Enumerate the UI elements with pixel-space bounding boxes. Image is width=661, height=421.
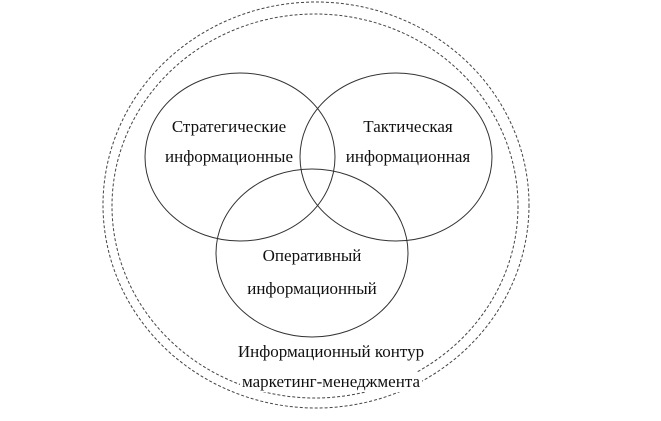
operational-circle <box>215 168 409 338</box>
strategic-circle <box>144 72 336 242</box>
contour-label-line1: Информационный контур <box>235 342 427 362</box>
contour-label-line2: маркетинг-менеджмента <box>239 372 423 392</box>
strategic-label-line1: Стратегические <box>171 117 287 136</box>
tactical-label-line2: информационная <box>345 147 471 166</box>
inner-dashed-contour <box>111 13 519 399</box>
operational-label-line1: Оперативный <box>262 246 362 265</box>
tactical-circle <box>299 72 493 242</box>
strategic-label-line2: информационные <box>165 147 293 166</box>
outer-dashed-contour <box>102 1 530 409</box>
tactical-label-line1: Тактическая <box>363 117 453 136</box>
operational-label-line2: информационный <box>247 279 377 298</box>
